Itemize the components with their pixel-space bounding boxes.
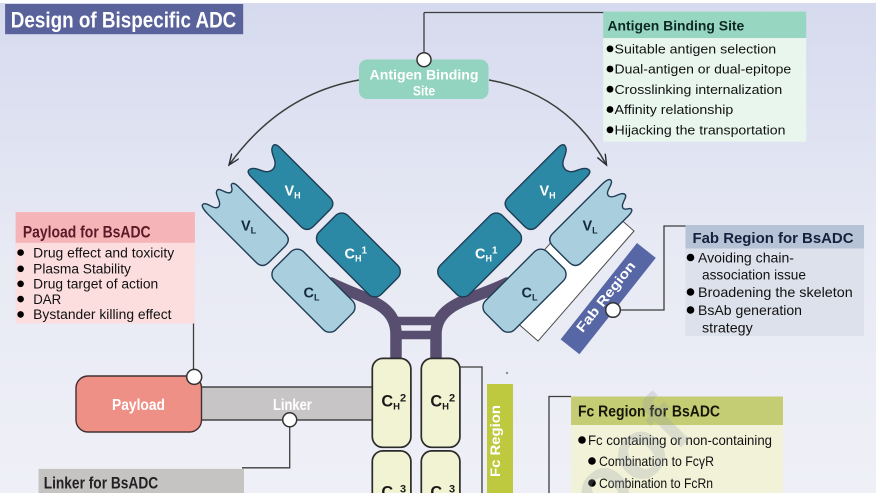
svg-text:association issue: association issue [702, 267, 806, 282]
svg-text:Antigen Binding Site: Antigen Binding Site [608, 19, 745, 35]
svg-text:Dual-antigen or dual-epitope: Dual-antigen or dual-epitope [615, 62, 792, 77]
svg-text:CH2: CH2 [381, 393, 406, 413]
svg-text:BsAb generation: BsAb generation [698, 303, 802, 318]
svg-text:Suitable antigen selection: Suitable antigen selection [615, 42, 777, 57]
svg-text:Affinity relationship: Affinity relationship [615, 102, 734, 117]
svg-text:Plasma Stability: Plasma Stability [33, 262, 131, 277]
svg-text:Fc containing or non-containin: Fc containing or non-containing [588, 433, 772, 448]
svg-text:Broadening the skeleton: Broadening the skeleton [698, 285, 853, 300]
svg-text:Fab Region for BsADC: Fab Region for BsADC [693, 230, 854, 247]
svg-text:Avoiding chain-: Avoiding chain- [698, 250, 794, 265]
svg-text:Combination to FcRn: Combination to FcRn [599, 476, 713, 491]
svg-text:CH2: CH2 [430, 393, 455, 413]
svg-text:Antigen Binding: Antigen Binding [370, 68, 479, 83]
svg-text:Fc Region for BsADC: Fc Region for BsADC [578, 404, 720, 421]
svg-text:Design of Bispecific ADC: Design of Bispecific ADC [11, 8, 237, 33]
svg-text:Fc Region: Fc Region [487, 405, 503, 477]
svg-text:Payload: Payload [112, 397, 165, 414]
svg-text:Payload for BsADC: Payload for BsADC [23, 223, 151, 241]
svg-text:Hijacking the transportation: Hijacking the transportation [615, 123, 786, 138]
svg-text:DAR: DAR [33, 292, 61, 307]
svg-text:Bystander killing effect: Bystander killing effect [33, 307, 172, 322]
svg-text:Drug target of action: Drug target of action [33, 277, 158, 292]
svg-text:Linker for BsADC: Linker for BsADC [44, 474, 159, 492]
svg-text:strategy: strategy [702, 320, 753, 335]
svg-text:Site: Site [413, 83, 436, 98]
svg-text:Linker: Linker [273, 397, 312, 414]
svg-text:Combination to FcγR: Combination to FcγR [599, 454, 714, 469]
svg-text:Crosslinking internalization: Crosslinking internalization [615, 82, 783, 97]
svg-text:Drug effect and toxicity: Drug effect and toxicity [33, 245, 174, 260]
